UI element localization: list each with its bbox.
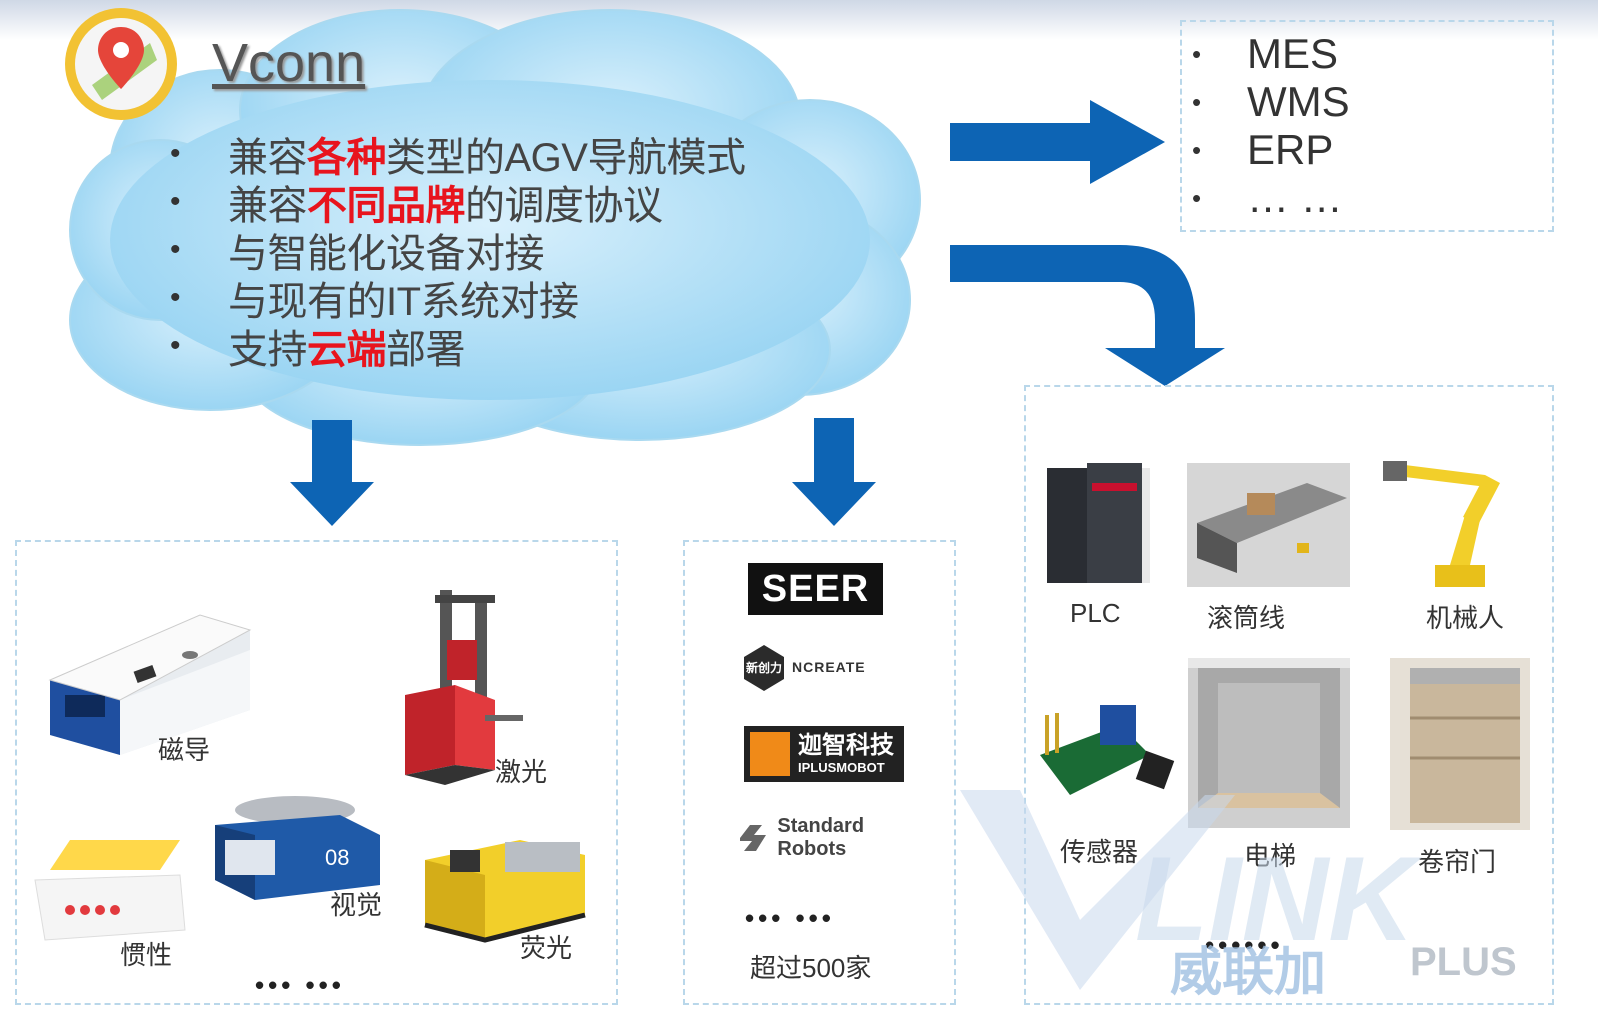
elevator-image [1188, 658, 1350, 828]
feature-item: • 兼容各种类型的AGV导航模式 [170, 130, 746, 180]
bullet-icon: • [170, 329, 181, 362]
fluorescent-agv-image [424, 840, 586, 943]
nav-label-fluorescent: 荧光 [520, 933, 573, 963]
system-label: ERP [1247, 126, 1334, 173]
arrow-down-mid [792, 418, 876, 526]
ncreate-logo: 新创力 NCREATE [740, 643, 880, 691]
map-pin-icon [65, 8, 177, 120]
feature-item: • 与智能化设备对接 [170, 226, 745, 276]
inertial-agv-image [34, 840, 186, 941]
nav-label-magnetic: 磁导 [158, 735, 211, 765]
nav-label-laser: 激光 [495, 757, 548, 787]
svg-text:PLUS: PLUS [1410, 940, 1517, 984]
devices-box [1024, 385, 1554, 1005]
standard-robots-logo: Standard Robots [736, 815, 936, 860]
feature-text: 部署 [386, 328, 466, 372]
device-label-elevator: 电梯 [1244, 841, 1297, 871]
brands-count-label: 超过500家 [750, 953, 872, 983]
feature-highlight: 各种 [307, 136, 387, 180]
arrow-curve-down [950, 245, 1225, 386]
feature-text: 的调度协议 [465, 184, 663, 228]
roller-line-image [1187, 463, 1350, 587]
iplusmobot-logo: 迦智科技 IPLUSMOBOT [744, 726, 904, 782]
visual-agv-image: 08 [215, 796, 380, 900]
device-label-door: 卷帘门 [1418, 847, 1497, 877]
bullet-icon: • [170, 281, 181, 314]
feature-highlight: 云端 [307, 328, 387, 372]
feature-text: 兼容 [228, 136, 308, 180]
bullet-icon: • [1192, 134, 1202, 165]
laser-agv-image [405, 590, 523, 785]
bullet-icon: • [170, 233, 181, 266]
standard-robots-icon [740, 825, 766, 851]
device-label-plc: PLC [1070, 598, 1121, 628]
feature-text: 与智能化设备对接 [228, 232, 545, 276]
systems-list: • MES • WMS • ERP • … … [1192, 30, 1350, 222]
feature-text: 兼容 [228, 184, 308, 228]
plc-image [1047, 463, 1150, 583]
arrow-right [950, 100, 1165, 184]
bullet-icon: • [1192, 38, 1202, 69]
brands-more-dots: ••• ••• [745, 903, 835, 933]
bullet-icon: • [170, 185, 181, 218]
feature-text: 与现有的IT系统对接 [228, 280, 579, 324]
cloud-shape [69, 9, 921, 446]
feature-text: 支持 [228, 328, 308, 372]
arrow-down-left [290, 420, 374, 526]
sensor-image [1040, 705, 1175, 795]
bullet-icon: • [170, 137, 181, 170]
feature-item: • 支持云端部署 [170, 322, 745, 372]
feature-item: • 兼容不同品牌的调度协议 [170, 178, 745, 228]
svg-text:LINK: LINK [1135, 832, 1422, 966]
nav-label-inertial: 惯性 [120, 940, 173, 970]
system-item: • MES [1192, 30, 1350, 78]
seer-logo: SEER [748, 563, 883, 615]
vlink-watermark-logo: LINK 威联加 PLUS [960, 790, 1517, 1003]
brand-title: Vconn [212, 33, 366, 93]
device-label-roller: 滚筒线 [1207, 603, 1286, 633]
devices-more-dots: •••••• [1205, 930, 1284, 960]
device-label-robot: 机械人 [1426, 603, 1505, 633]
svg-text:威联加: 威联加 [1170, 943, 1326, 1003]
nav-label-visual: 视觉 [330, 890, 383, 920]
rolling-door-image [1390, 658, 1530, 830]
system-item: • … … [1192, 174, 1350, 222]
nav-more-dots: ••• ••• [255, 970, 345, 1000]
system-item: • WMS [1192, 78, 1350, 126]
svg-text:08: 08 [325, 845, 349, 870]
bullet-icon: • [1192, 182, 1202, 213]
feature-list: • 兼容各种类型的AGV导航模式 • 兼容不同品牌的调度协议 • 与智能化设备对接 • 与现有… [170, 130, 746, 372]
navigation-box [15, 540, 618, 1005]
feature-item: • 与现有的IT系统对接 [170, 274, 745, 324]
system-item: • ERP [1192, 126, 1350, 174]
bullet-icon: • [1192, 86, 1202, 117]
feature-text: 类型的AGV导航模式 [386, 136, 746, 180]
magnetic-agv-image [48, 614, 252, 755]
system-label: MES [1247, 30, 1339, 77]
feature-highlight: 不同品牌 [307, 184, 466, 228]
system-label: WMS [1247, 78, 1350, 125]
systems-box [1180, 20, 1554, 232]
brands-box [683, 540, 956, 1005]
system-label: … … [1247, 174, 1343, 221]
robot-arm-image [1383, 461, 1500, 587]
device-label-sensor: 传感器 [1060, 837, 1139, 867]
